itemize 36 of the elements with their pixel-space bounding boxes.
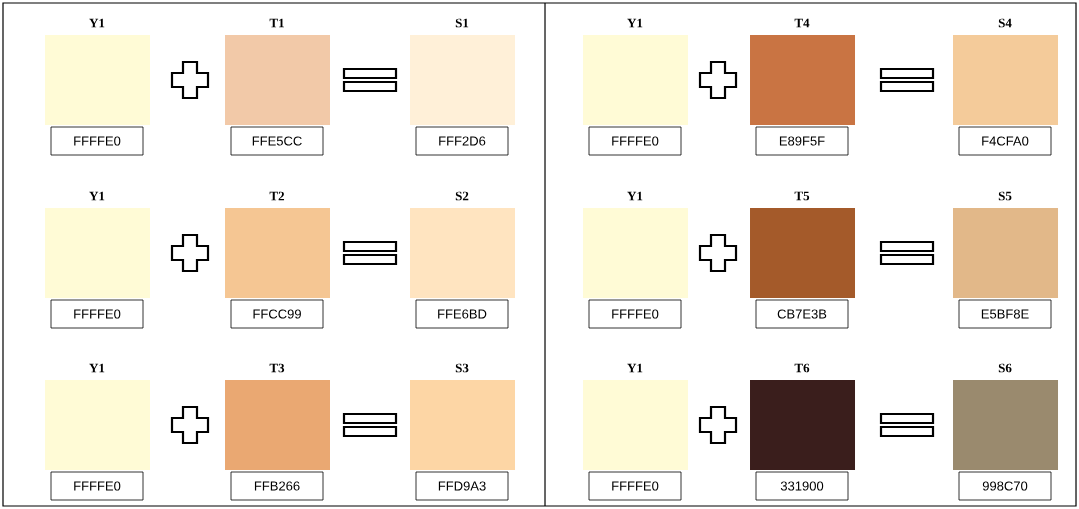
hex-code-box: 998C70: [958, 471, 1052, 501]
swatch-heading: T4: [794, 18, 810, 28]
swatch-heading: T5: [794, 191, 810, 201]
hex-code-box: FFCC99: [230, 299, 324, 329]
hex-code-box: CB7E3B: [755, 299, 849, 329]
hex-code-box: E89F5F: [755, 126, 849, 156]
hex-code-box: FFD9A3: [415, 471, 509, 501]
hex-code-box: FFB266: [230, 471, 324, 501]
swatch-heading: Y1: [627, 18, 643, 28]
swatch-heading: T3: [269, 363, 285, 373]
hex-code-box: FFFFE0: [588, 126, 682, 156]
hex-code-box: F4CFA0: [958, 126, 1052, 156]
hex-code-box: FFFFE0: [588, 471, 682, 501]
hex-code-box: 331900: [755, 471, 849, 501]
hex-code-box: FFE6BD: [415, 299, 509, 329]
swatch-heading: Y1: [627, 363, 643, 373]
hex-code-box: FFFFE0: [50, 126, 144, 156]
swatch-heading: Y1: [89, 191, 105, 201]
hex-code-box: FFF2D6: [415, 126, 509, 156]
swatch-heading: S4: [998, 18, 1012, 28]
swatch-heading: S5: [998, 191, 1012, 201]
swatch-heading: Y1: [89, 363, 105, 373]
hex-code-box: E5BF8E: [958, 299, 1052, 329]
swatch-heading: S1: [455, 18, 469, 28]
swatch-heading: S6: [998, 363, 1012, 373]
hex-code-box: FFFFE0: [588, 299, 682, 329]
swatch-heading: S3: [455, 363, 469, 373]
hex-code-box: FFE5CC: [230, 126, 324, 156]
swatch-heading: Y1: [627, 191, 643, 201]
hex-code-box: FFFFE0: [50, 471, 144, 501]
swatch-heading: T1: [269, 18, 284, 28]
swatch-heading: T6: [794, 363, 810, 373]
hex-code-box: FFFFE0: [50, 299, 144, 329]
swatch-heading: S2: [455, 191, 469, 201]
swatch-heading: T2: [269, 191, 285, 201]
swatch-heading: Y1: [89, 18, 105, 28]
